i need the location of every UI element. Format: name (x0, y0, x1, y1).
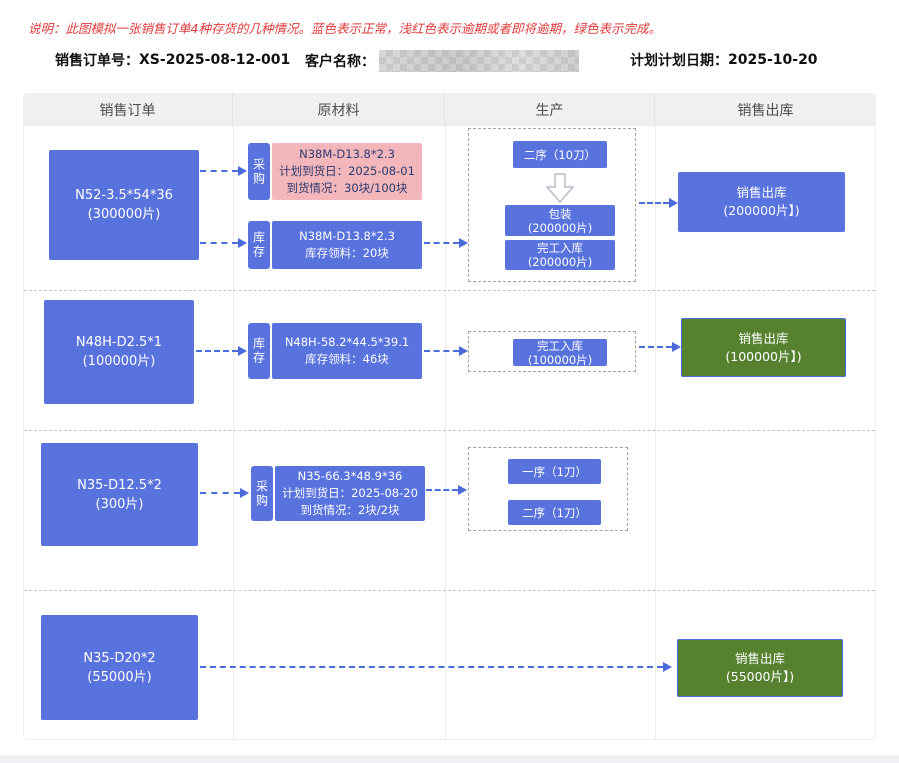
customer-name-label: 客户名称： (305, 54, 375, 70)
step-label: 完工入库 (537, 241, 583, 255)
purchase-tag: 采购 (251, 466, 273, 521)
down-arrow-icon (545, 173, 575, 207)
purchase-tag: 采购 (248, 143, 270, 200)
order-node: N35-D20*2 (55000片) (41, 615, 198, 720)
production-group: 完工入库 (100000片) (468, 331, 636, 372)
flow-arrow (639, 342, 681, 352)
row-separator (24, 430, 875, 431)
plan-date-label: 计划计划日期： (630, 53, 728, 69)
step-qty: (200000片) (527, 220, 593, 235)
material-purchase-group: 采购 N35-66.3*48.9*36 计划到货日：2025-08-20 到货情… (251, 466, 425, 521)
table-header-row: 销售订单 原材料 生产 销售出库 (23, 93, 876, 126)
order-qty: (300000片) (87, 207, 161, 222)
production-step: 二序（10刀） (513, 141, 607, 168)
step-label: 完工入库 (537, 338, 583, 353)
outbound-qty: (100000片】) (725, 348, 802, 364)
production-group: 一序（1刀） 二序（1刀） (468, 447, 628, 531)
stock-issue: 库存领料：20块 (305, 246, 389, 260)
material-stock-group: 库存 N38M-D13.8*2.3 库存领料：20块 (248, 221, 422, 269)
flow-arrow (200, 488, 249, 498)
order-number-value: XS-2025-08-12-001 (139, 52, 291, 68)
flow-arrow (639, 198, 678, 208)
planned-arrival: 计划到货日：2025-08-20 (282, 486, 418, 500)
order-info-bar: 销售订单号： XS-2025-08-12-001 客户名称： 计划计划日期： 2… (0, 50, 899, 74)
order-qty: (100000片) (82, 354, 156, 369)
flow-arrow (200, 166, 247, 176)
stock-box: N38M-D13.8*2.3 库存领料：20块 (272, 221, 422, 269)
stock-box: N48H-58.2*44.5*39.1 库存领料：46块 (272, 323, 422, 379)
customer-name-redacted-block (379, 50, 579, 72)
column-divider (233, 126, 234, 740)
planned-arrival: 计划到货日：2025-08-01 (279, 164, 415, 178)
material-spec: N35-66.3*48.9*36 (297, 469, 403, 483)
order-node: N48H-D2.5*1 (100000片) (44, 300, 194, 404)
outbound-node-normal: 销售出库 (200000片】) (678, 172, 845, 232)
production-step: 完工入库 (200000片) (505, 240, 615, 270)
outbound-qty: (200000片】) (723, 203, 800, 218)
step-label: 二序（10刀） (523, 147, 597, 162)
stock-tag: 库存 (248, 221, 270, 269)
order-spec: N35-D12.5*2 (77, 477, 162, 493)
material-spec: N38M-D13.8*2.3 (299, 147, 395, 161)
row-separator (24, 590, 875, 591)
column-header-sales-outbound: 销售出库 (737, 102, 794, 119)
flow-arrow (200, 238, 247, 248)
flow-arrow (196, 346, 247, 356)
order-node: N52-3.5*54*36 (300000片) (49, 150, 199, 260)
production-step: 二序（1刀） (508, 500, 601, 525)
plan-date-value: 2025-10-20 (728, 52, 818, 68)
order-number-label: 销售订单号： (55, 53, 139, 69)
arrival-status: 到货情况：30块/100块 (286, 181, 408, 195)
outbound-node-done: 销售出库 (100000片】) (681, 318, 846, 377)
purchase-box-overdue: N38M-D13.8*2.3 计划到货日：2025-08-01 到货情况：30块… (272, 143, 422, 200)
material-purchase-group: 采购 N38M-D13.8*2.3 计划到货日：2025-08-01 到货情况：… (248, 143, 422, 200)
order-node: N35-D12.5*2 (300片) (41, 443, 198, 546)
flow-arrow (200, 662, 672, 672)
column-header-sales-order: 销售订单 (23, 93, 233, 126)
order-spec: N48H-D2.5*1 (75, 335, 163, 350)
stock-tag: 库存 (248, 323, 270, 379)
column-header-raw-material: 原材料 (233, 93, 445, 126)
production-group: 二序（10刀） 包装 (200000片) 完工入库 (200000片) (468, 128, 636, 282)
arrival-status: 到货情况：2块/2块 (300, 503, 400, 517)
flow-arrow (424, 238, 468, 248)
step-qty: (200000片) (527, 255, 593, 269)
column-divider (655, 126, 656, 740)
column-header-production: 生产 (445, 93, 655, 126)
step-label: 包装 (548, 206, 572, 221)
outbound-label: 销售出库 (736, 185, 787, 200)
flow-arrow (424, 346, 468, 356)
material-spec: N48H-58.2*44.5*39.1 (284, 335, 410, 349)
stock-issue: 库存领料：46块 (305, 352, 389, 366)
legend-note: 说明：此图模拟一张销售订单4种存货的几种情况。蓝色表示正常，浅红色表示逾期或者即… (28, 21, 661, 36)
step-qty: (100000片) (527, 352, 593, 367)
step-label: 一序（1刀） (522, 464, 587, 479)
purchase-box-normal: N35-66.3*48.9*36 计划到货日：2025-08-20 到货情况：2… (275, 466, 425, 521)
column-divider (445, 126, 446, 740)
order-qty: (300片) (95, 496, 144, 512)
outbound-label: 销售出库 (734, 651, 785, 666)
customer-name: 客户名称： (305, 50, 579, 72)
production-step: 一序（1刀） (508, 459, 601, 484)
row-separator (24, 290, 875, 291)
order-qty: (55000片) (87, 669, 152, 685)
outbound-qty: (55000片】) (725, 669, 795, 684)
material-stock-group: 库存 N48H-58.2*44.5*39.1 库存领料：46块 (248, 323, 422, 379)
material-spec: N38M-D13.8*2.3 (299, 229, 395, 243)
order-spec: N35-D20*2 (83, 650, 156, 666)
outbound-node-done: 销售出库 (55000片】) (677, 639, 843, 697)
bottom-strip (0, 755, 899, 763)
outbound-label: 销售出库 (738, 330, 789, 346)
step-label: 二序（1刀） (522, 505, 587, 520)
order-spec: N52-3.5*54*36 (75, 188, 173, 203)
flow-arrow (426, 485, 467, 495)
order-number: 销售订单号： XS-2025-08-12-001 (55, 50, 290, 70)
production-step: 完工入库 (100000片) (513, 338, 607, 367)
plan-date: 计划计划日期： 2025-10-20 (630, 50, 818, 70)
production-step: 包装 (200000片) (505, 205, 615, 236)
